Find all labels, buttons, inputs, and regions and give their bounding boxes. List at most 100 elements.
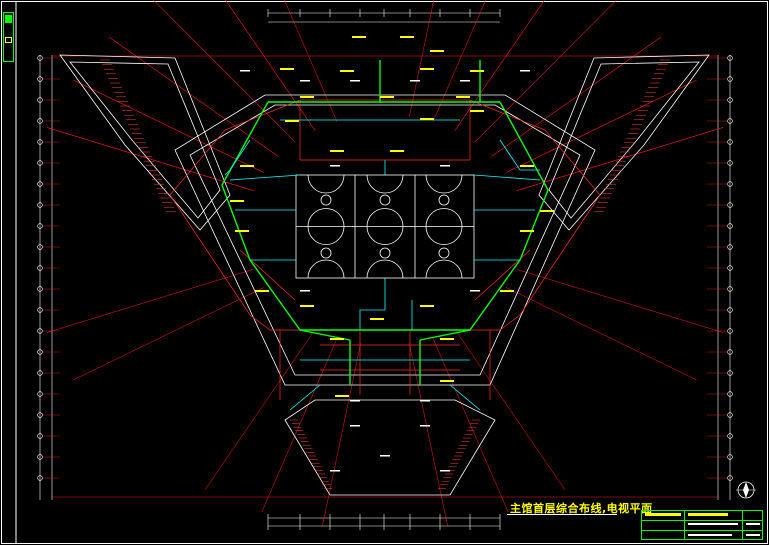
top-dimension-ruler [267,9,501,23]
dimension-mark [410,80,420,82]
dimension-mark [350,80,360,82]
annotation-text [335,395,349,397]
radial-axis [432,0,486,123]
axis-bubble [727,433,733,439]
left-axis-ruler [39,55,53,500]
radial-axis [454,0,545,131]
radial-axis [506,287,697,381]
title-block [641,510,763,540]
dimension-mark [330,165,340,167]
annotation-text [520,165,534,167]
radial-axis [409,343,448,526]
annotation-text [330,338,344,340]
axis-bubble [727,55,733,61]
axis-bubble [37,391,43,397]
axis-bubble [727,118,733,124]
dimension-mark [440,165,450,167]
axis-bubble [37,454,43,460]
axis-bubble [727,244,733,250]
conduits [224,119,541,411]
dimension-mark [350,400,360,402]
bottom-dimension-ruler [267,514,501,530]
axis-bubble [37,55,43,61]
axis-bubble [37,160,43,166]
dimension-mark [380,455,390,457]
axis-bubble [727,286,733,292]
radial-axis [474,0,617,143]
dimension-mark [520,70,530,72]
stamp-mark [5,37,12,43]
radial-axis [73,287,264,381]
title-block-line-mark [746,534,760,536]
annotation-text [470,110,484,112]
axis-bubble [37,97,43,103]
annotation-text [352,36,366,38]
radial-axis [261,337,338,513]
radial-axis [516,269,724,333]
annotation-text [230,200,244,202]
axis-bubble [727,328,733,334]
radial-axis [506,79,697,173]
annotation-text [420,68,434,70]
title-block-line-mark [688,534,732,536]
axis-bubble [37,307,43,313]
axis-bubble [727,475,733,481]
radial-axis [73,79,264,173]
drawing-title: 主馆首层综合布线,电视平面 [510,502,653,515]
radial-axis-lines [46,0,724,526]
axis-bubble [37,433,43,439]
axis-bubble [37,181,43,187]
axis-bubble [37,412,43,418]
title-block-project-mark [688,513,728,516]
axis-bubble [727,97,733,103]
dimension-mark [460,80,470,82]
dimension-mark [440,470,450,472]
dimension-mark [350,425,360,427]
dimension-marks [240,70,530,472]
seating-hatch [100,59,670,489]
annotation-text [440,380,454,382]
annotation-text [420,305,434,307]
annotation-text [280,68,294,70]
dimension-mark [240,70,250,72]
axis-bubble [37,202,43,208]
annotation-text [330,150,344,152]
axis-bubble [37,118,43,124]
axis-bubble [37,76,43,82]
axis-bubble [727,391,733,397]
axis-bubble [727,349,733,355]
axis-bubble [727,223,733,229]
annotation-text [390,150,404,152]
annotation-text [456,96,470,98]
grid-lines [52,55,718,498]
radial-axis [322,343,361,526]
dimension-mark [420,425,430,427]
annotation-text [470,70,484,72]
title-block-rule [642,520,762,521]
annotation-text [440,338,454,340]
axis-bubble [37,286,43,292]
dimension-mark [300,80,310,82]
cable-trays [221,60,549,385]
radial-axis [153,0,296,143]
stamp-block [5,15,12,23]
axis-bubbles [37,55,733,481]
axis-bubble [727,454,733,460]
axis-bubble [727,202,733,208]
annotation-text [370,318,384,320]
axis-bubble [37,349,43,355]
axis-bubble [37,475,43,481]
axis-bubble [37,223,43,229]
radial-axis [204,329,316,490]
axis-bubble [727,76,733,82]
annotation-labels [230,36,554,397]
title-block-divider [684,511,685,539]
annotation-text [300,305,314,307]
right-axis-ruler [717,55,731,500]
axis-bubble [727,265,733,271]
basketball-courts [295,174,475,279]
annotation-text [430,50,444,52]
axis-bubble [727,181,733,187]
dimension-mark [420,400,430,402]
